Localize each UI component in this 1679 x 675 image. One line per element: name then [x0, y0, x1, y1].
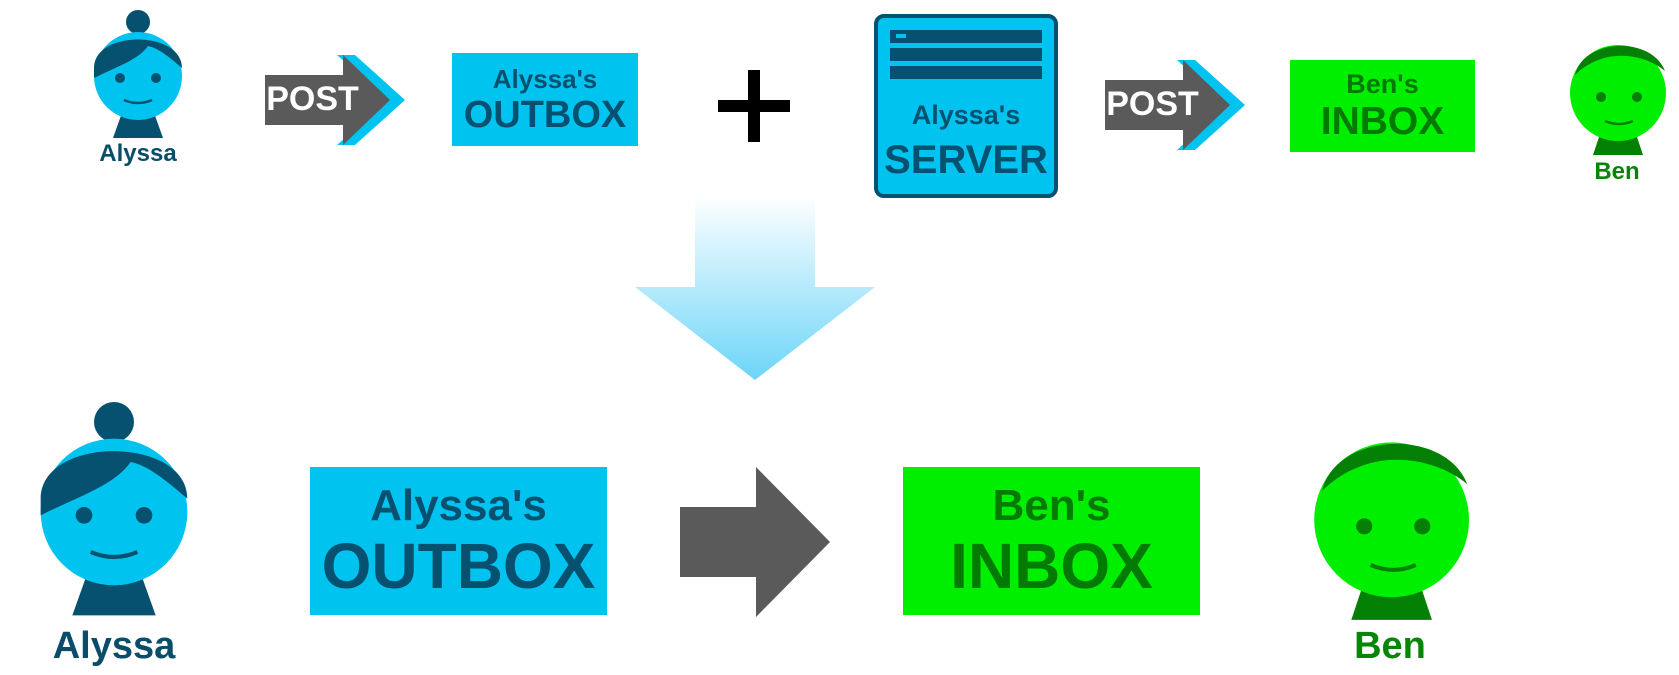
ben-avatar-icon [1314, 442, 1470, 620]
top-alyssa-name: Alyssa [99, 140, 177, 167]
transition-arrow [635, 195, 875, 380]
top-outbox-line2: OUTBOX [463, 93, 627, 136]
post-arrow-icon [265, 55, 405, 145]
top-inbox-line1: Ben's [1346, 69, 1419, 99]
alyssa-avatar-icon [40, 402, 188, 616]
bottom-inbox: Ben's INBOX [903, 467, 1200, 615]
top-post-label-right: POST [1106, 85, 1199, 123]
top-post-arrow-left [265, 55, 405, 145]
top-outbox-line1: Alyssa's [492, 63, 598, 94]
plus-icon [718, 70, 790, 142]
bottom-outbox-line1: Alyssa's [370, 481, 547, 530]
top-post-arrow-right [1105, 60, 1245, 150]
post-arrow-icon [1105, 60, 1245, 150]
server-line2: SERVER [884, 138, 1048, 182]
bottom-alyssa-avatar [14, 398, 214, 616]
top-alyssa-avatar [78, 8, 198, 138]
top-post-label-left: POST [266, 80, 359, 118]
top-inbox: Ben's INBOX [1290, 60, 1475, 152]
bottom-arrow [680, 467, 830, 617]
bottom-inbox-line1: Ben's [992, 481, 1111, 530]
top-ben-name: Ben [1594, 158, 1640, 185]
alyssa-avatar-icon [94, 10, 182, 138]
bottom-ben-name: Ben [1354, 625, 1426, 667]
top-ben-avatar [1555, 25, 1679, 155]
ben-avatar-icon [1570, 45, 1666, 155]
bottom-outbox: Alyssa's OUTBOX [310, 467, 607, 615]
bottom-outbox-line2: OUTBOX [321, 530, 596, 602]
plus-sign [718, 70, 790, 142]
server-line1: Alyssa's [911, 100, 1021, 130]
server-box [874, 14, 1058, 198]
bottom-inbox-line2: INBOX [950, 530, 1153, 602]
down-arrow-icon [635, 195, 875, 380]
bottom-ben-avatar [1290, 410, 1490, 620]
bottom-alyssa-name: Alyssa [52, 625, 176, 667]
server-icon [874, 14, 1058, 198]
right-arrow-icon [680, 467, 830, 617]
top-outbox: Alyssa's OUTBOX [452, 53, 638, 146]
top-inbox-line2: INBOX [1320, 100, 1445, 143]
